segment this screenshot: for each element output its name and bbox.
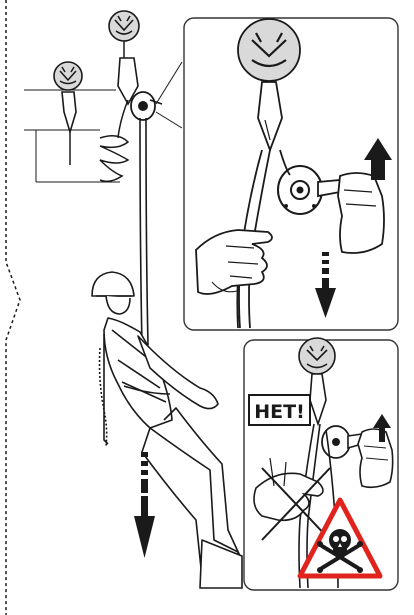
zoom-panel-correct-operation [184, 18, 398, 330]
zoom-connector-top [156, 62, 182, 104]
secondary-carabiner [62, 92, 76, 132]
warning-sign: НЕТ! [249, 395, 310, 425]
zoom-connector-bottom [156, 112, 182, 128]
secondary-anchor [24, 62, 120, 182]
cliff-edge-dashed-line [6, 0, 20, 615]
handle-hand [358, 429, 393, 487]
top-anchor [109, 11, 139, 58]
warning-sign-text: НЕТ! [254, 401, 305, 423]
main-rope [140, 118, 148, 345]
arrow-down-icon [134, 452, 155, 558]
zoom-panel-incorrect-operation: НЕТ! [244, 338, 398, 590]
handle-hand [338, 173, 384, 253]
coiled-rope [100, 100, 128, 181]
